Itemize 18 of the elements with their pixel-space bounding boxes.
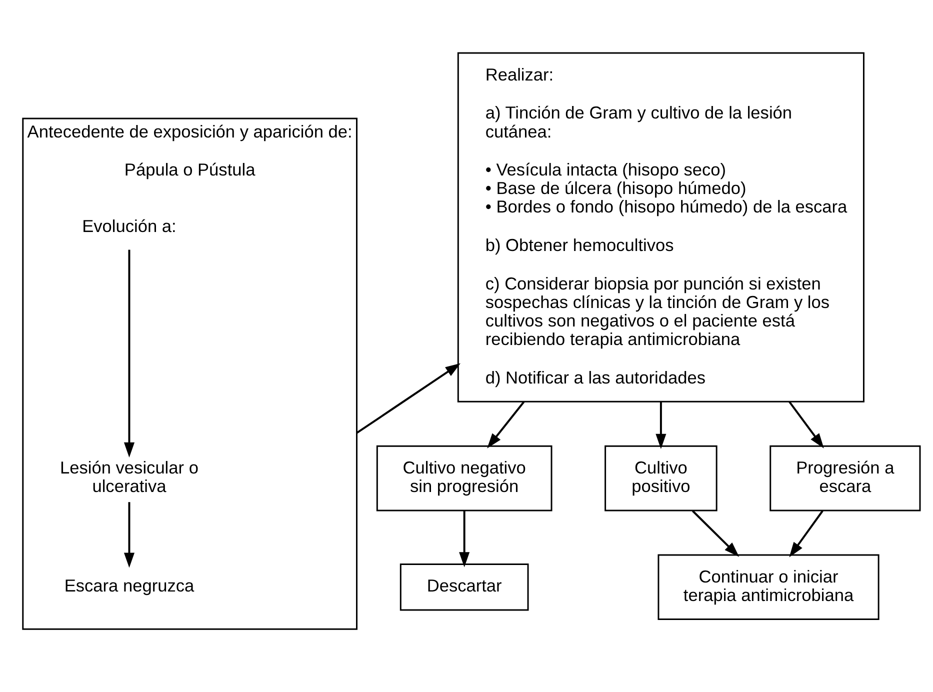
arrow bbox=[124, 250, 135, 458]
node-box: Cultivo negativo sin progresión bbox=[376, 445, 552, 512]
arrow bbox=[692, 510, 740, 557]
arrow bbox=[356, 363, 461, 434]
arrow bbox=[789, 510, 824, 558]
node-text: Evolución a: bbox=[82, 216, 176, 236]
node-text: Lesión vesicular o ulcerativa bbox=[60, 458, 198, 496]
node-box: Progresión a escara bbox=[770, 445, 921, 512]
arrow bbox=[788, 401, 824, 448]
node-box: Continuar o iniciar terapia antimicrobiana bbox=[658, 554, 880, 620]
node-text: Escara negruzca bbox=[64, 576, 194, 596]
node-box: Cultivo positivo bbox=[604, 445, 718, 512]
arrow bbox=[124, 502, 135, 568]
arrow bbox=[656, 402, 666, 449]
node-box: Realizar: a) Tinción de Gram y cultivo de la lesión cutánea: • Vesícula intacta (hisopo seco) • Base de úlcera (hisopo húmedo) • Bordes o fondo (hisopo húmedo) de la escara b) Obtener hemocultivos c) Considerar biopsia por punción si existen sospechas clínicas y la tinción de Gram y los cultivos son negativos o el paciente está recibiendo terapia antimicrobiana d) Notificar a las autoridades bbox=[457, 52, 864, 402]
arrow bbox=[487, 401, 525, 448]
arrow bbox=[459, 510, 470, 568]
node-box: Descartar bbox=[400, 564, 529, 611]
